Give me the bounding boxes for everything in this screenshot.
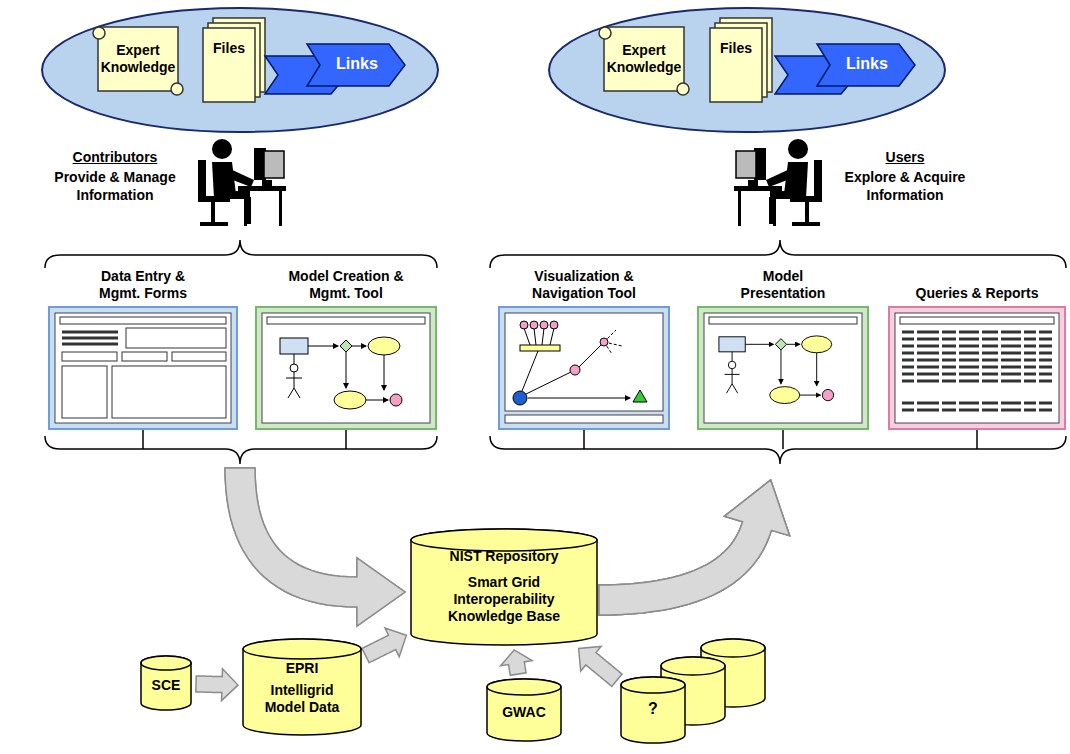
model-mockup	[255, 306, 437, 430]
node-text: Intelligrid Model Data	[252, 682, 352, 716]
bracket-link	[583, 430, 585, 449]
bracket-link	[976, 430, 978, 449]
flow-arrow	[599, 430, 790, 615]
report-mockup	[888, 306, 1066, 430]
link-arrows-outline	[265, 44, 405, 94]
knowledge-cloud	[549, 8, 945, 132]
node-text: SCE	[140, 677, 192, 694]
curved-arrow	[225, 468, 405, 626]
user-icon	[734, 139, 822, 226]
node-text: EPRI	[246, 660, 358, 677]
flow-arrow	[599, 430, 977, 615]
document-scroll: Expert Knowledge	[598, 22, 690, 98]
file-stack: Files	[203, 18, 265, 102]
node-text: Expert Knowledge	[98, 42, 178, 76]
tool-panel: Visualization & Navigation Tool	[498, 306, 670, 430]
tool-panel: Queries & Reports	[888, 306, 1066, 430]
flow-arrow	[196, 669, 238, 701]
link-arrows: Links	[775, 44, 915, 94]
flow-arrow	[362, 628, 406, 663]
tool-panel: Data Entry & Mgmt. Forms	[48, 306, 238, 430]
panel-heading: Model Creation & Mgmt. Tool	[276, 268, 416, 302]
file-stack-outline	[203, 18, 265, 102]
curved-arrow	[599, 480, 790, 615]
database-cylinder: ?	[620, 676, 686, 744]
link-arrows: Links	[265, 44, 405, 94]
contributor-icon	[198, 139, 286, 226]
node-text: Smart Grid Interoperability Knowledge Ba…	[429, 574, 579, 625]
curved-arrow	[599, 480, 790, 615]
bracket-link	[142, 430, 144, 449]
role-heading: Contributors	[45, 148, 185, 166]
block-arrow	[579, 646, 622, 686]
knowledge-cloud	[42, 8, 438, 132]
curved-arrow	[599, 480, 790, 615]
panel-heading: Data Entry & Mgmt. Forms	[83, 268, 203, 302]
flow-arrow	[579, 646, 622, 686]
block-arrow	[362, 628, 406, 663]
brace	[45, 240, 1066, 464]
curved-arrow	[225, 468, 405, 626]
role-description: Provide & Manage Information	[45, 168, 185, 204]
flow-arrow	[143, 430, 405, 626]
model-mockup	[697, 306, 869, 430]
node-text: Files	[710, 40, 762, 57]
node-text: NIST Repository	[414, 548, 594, 565]
database-cylinder: SCE	[140, 655, 192, 711]
panel-heading: Queries & Reports	[889, 285, 1065, 302]
node-text: ?	[620, 700, 686, 717]
document-scroll: Expert Knowledge	[92, 22, 184, 98]
tool-panel: Model Presentation	[697, 306, 869, 430]
flow-arrow	[501, 650, 533, 675]
node-text: Expert Knowledge	[604, 42, 684, 76]
network-mockup	[498, 306, 670, 430]
panel-heading: Model Presentation	[733, 268, 833, 302]
database-cylinder: GWAC	[486, 678, 562, 742]
node-text: Links	[317, 55, 397, 72]
panel-heading: Visualization & Navigation Tool	[518, 268, 650, 302]
node-text: GWAC	[486, 704, 562, 721]
file-stack-outline	[710, 18, 772, 102]
file-stack: Files	[710, 18, 772, 102]
form-mockup	[48, 306, 238, 430]
database-cylinder: EPRI Intelligrid Model Data	[242, 638, 362, 736]
flow-arrow	[225, 430, 405, 626]
role-description: Explore & Acquire Information	[835, 168, 975, 204]
role-heading: Users	[835, 148, 975, 166]
link-arrows-outline	[775, 44, 915, 94]
tool-panel: Model Creation & Mgmt. Tool	[255, 306, 437, 430]
bracket-link	[782, 430, 784, 449]
node-text: Files	[203, 40, 255, 57]
block-arrow	[196, 669, 238, 701]
block-arrow	[501, 650, 533, 675]
repository-cylinder: NIST RepositorySmart Grid Interoperabili…	[410, 528, 598, 646]
flow-arrow	[584, 430, 790, 615]
bracket-link	[345, 430, 347, 449]
node-text: Links	[827, 55, 907, 72]
